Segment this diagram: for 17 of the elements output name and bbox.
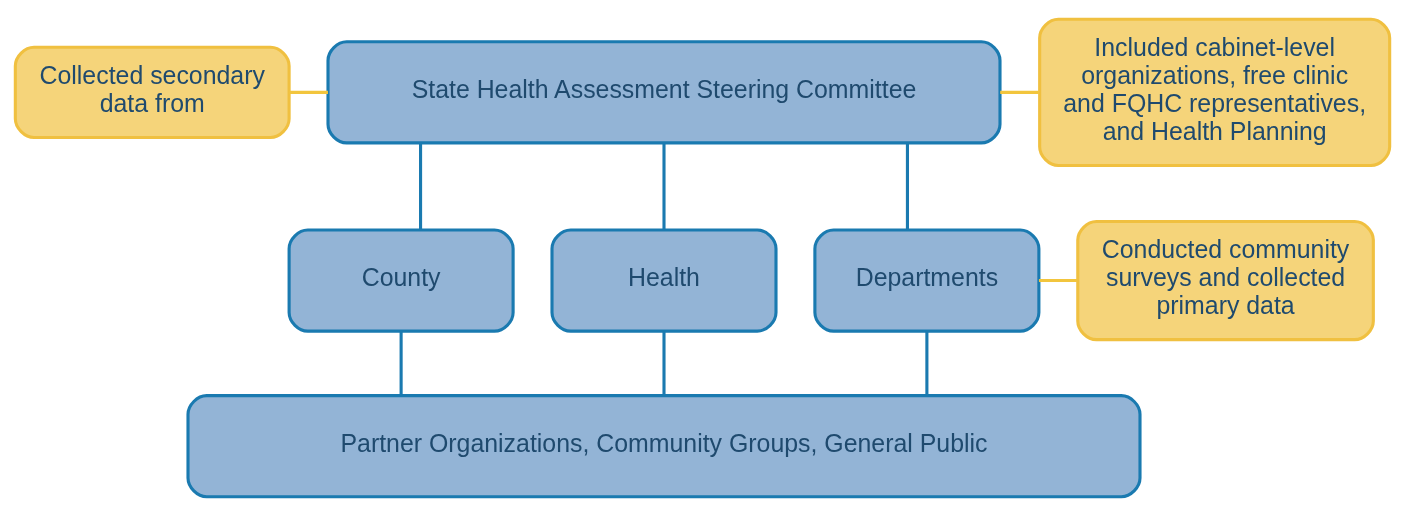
connector [289, 90, 328, 94]
connector [1000, 90, 1040, 94]
node-box: Collected secondary data from [13, 45, 291, 139]
connector [925, 331, 929, 396]
connector [419, 143, 423, 230]
node-box: County [287, 228, 515, 333]
node-box: Health [550, 228, 778, 333]
connector [399, 331, 403, 396]
node-box: Partner Organizations, Community Groups, General Public [186, 394, 1142, 499]
connector [662, 331, 666, 396]
connector [905, 143, 909, 230]
node-box: Conducted community surveys and collected primary data [1076, 219, 1375, 342]
connector [1038, 279, 1078, 283]
connector [662, 143, 666, 230]
node-box: State Health Assessment Steering Committee [326, 40, 1002, 145]
node-box: Included cabinet-level organizations, free clinic and FQHC representatives, and Health Planning [1038, 17, 1392, 167]
node-box: Departments [813, 228, 1041, 333]
